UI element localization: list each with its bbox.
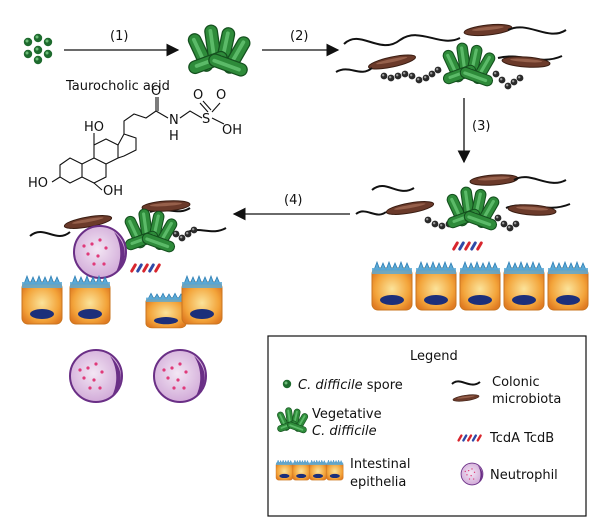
legend-vegetative-line2: C. difficile [312,424,377,439]
step-2-label: (2) [290,29,308,44]
taurocholic-acid-structure [51,97,225,191]
step-3-label: (3) [472,119,490,134]
atom-s: S [202,112,210,127]
atom-oh-sulfo: OH [222,123,242,138]
step-1-label: (1) [110,29,128,44]
legend-spore-label: C. difficile spore [298,378,403,393]
atom-o-2: O [216,88,226,103]
atom-ho-top: HO [84,120,104,135]
legend-epithelia-line1: Intestinal [350,457,410,472]
legend-spore-italic: C. difficile [298,378,363,393]
spore-cluster [23,33,53,65]
legend-neutrophil-label: Neutrophil [490,468,558,483]
legend-toxins-label: TcdA TcdB [489,431,554,446]
step-4-label: (4) [284,193,302,208]
legend-epithelia-icon [275,459,344,481]
legend-title: Legend [410,349,458,364]
taurocholic-acid-atoms: O N H S O O OH HO HO OH [28,84,242,199]
legend-spore-icon [282,379,292,389]
atom-o-1: O [193,88,203,103]
legend-neutrophil-icon [460,462,484,486]
legend-microbiota-line2: microbiota [492,392,561,407]
legend-spore-text: spore [363,378,403,393]
taurocholic-acid-label: Taurocholic acid [65,79,170,94]
legend-microbiota-line1: Colonic [492,375,540,390]
atom-n: N [169,113,179,128]
inflammation-scene [21,198,227,403]
colonization-scene [335,22,567,90]
legend-box: Legend C. difficile spore Colonic microb… [267,335,587,517]
atom-h: H [169,129,179,144]
legend-vegetative-line1: Vegetative [312,407,382,422]
toxin-production-scene [355,172,589,311]
atom-o-carbonyl: O [151,84,161,99]
vegetative-cluster-germination [186,24,252,77]
atom-oh-bottom: OH [103,184,123,199]
legend-epithelia-line2: epithelia [350,475,406,490]
legend-microbiota-icon [451,380,481,403]
atom-ho-left: HO [28,176,48,191]
